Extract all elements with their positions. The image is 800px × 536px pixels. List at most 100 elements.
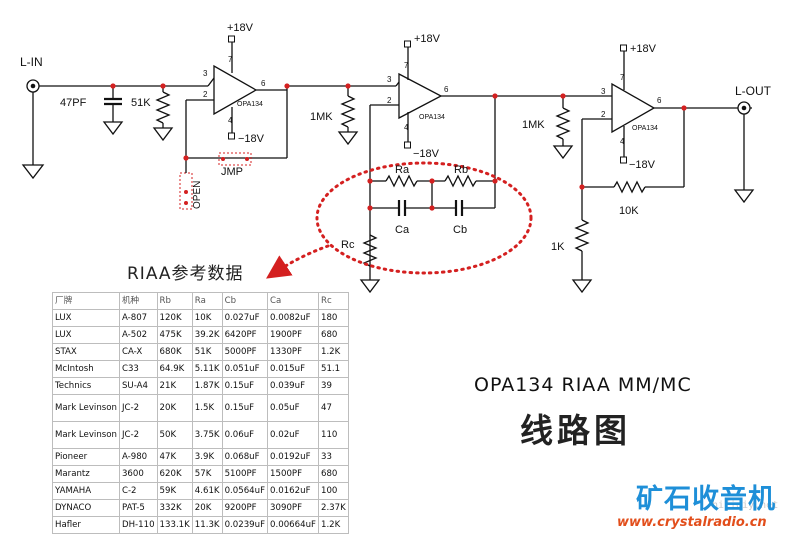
table-cell: 0.06uF xyxy=(221,421,269,449)
table-cell: 475K xyxy=(156,326,193,344)
stage2-pin6: 6 xyxy=(444,85,449,94)
table-cell: 133.1K xyxy=(156,516,193,534)
table-cell: 5.11K xyxy=(191,360,223,378)
table-cell: STAX xyxy=(52,343,120,361)
table-cell: 9200PF xyxy=(221,499,269,517)
table-cell: 0.068uF xyxy=(221,448,269,466)
table-cell: JC-2 xyxy=(118,394,158,422)
cap-47pf-label: 47PF xyxy=(60,97,87,109)
table-cell: 332K xyxy=(156,499,193,517)
riaa-data-title: RIAA参考数据 xyxy=(127,264,244,284)
table-cell: Pioneer xyxy=(52,448,120,466)
table-cell: 680 xyxy=(317,465,349,483)
table-cell: 59K xyxy=(156,482,193,500)
table-cell: 0.15uF xyxy=(221,377,269,395)
table-header-cell: Ca xyxy=(267,292,319,310)
table-cell: 120K xyxy=(156,309,193,327)
cb-label: Cb xyxy=(453,224,467,236)
stage1-supply-neg: −18V xyxy=(238,133,265,145)
table-cell: 33 xyxy=(317,448,349,466)
table-cell: 57K xyxy=(191,465,223,483)
stage3-supply-neg: −18V xyxy=(629,159,656,171)
opamp-2 xyxy=(398,72,443,120)
table-cell: 1.2K xyxy=(317,343,349,361)
table-cell: LUX xyxy=(52,326,120,344)
table-cell: 3.9K xyxy=(191,448,223,466)
table-cell: PAT-5 xyxy=(118,499,158,517)
ra-label: Ra xyxy=(395,164,410,176)
stage2-pin3: 3 xyxy=(387,75,392,84)
table-cell: 0.0162uF xyxy=(267,482,319,500)
table-cell: 5000PF xyxy=(221,343,269,361)
table-cell: 3600 xyxy=(118,465,158,483)
table-cell: 0.0192uF xyxy=(267,448,319,466)
table-cell: 51.1 xyxy=(317,360,349,378)
table-cell: 47 xyxy=(317,394,349,422)
rb-label: Rb xyxy=(454,164,468,176)
table-cell: 1.5K xyxy=(191,394,223,422)
table-header-cell: Ra xyxy=(191,292,223,310)
stage1-pin2: 2 xyxy=(203,90,208,99)
table-cell: 20K xyxy=(191,499,223,517)
resistor-1mk-a xyxy=(340,95,356,128)
resistor-rb xyxy=(444,174,477,188)
table-cell: 0.039uF xyxy=(267,377,319,395)
table-cell: 0.051uF xyxy=(221,360,269,378)
opamp-2-label: OPA134 xyxy=(419,114,445,121)
table-cell: 680K xyxy=(156,343,193,361)
site-url: www.crystalradio.cn xyxy=(617,515,767,530)
table-cell: JC-2 xyxy=(118,421,158,449)
table-cell: 1900PF xyxy=(267,326,319,344)
table-cell: 64.9K xyxy=(156,360,193,378)
table-cell: 1500PF xyxy=(267,465,319,483)
table-cell: 1.87K xyxy=(191,377,223,395)
table-header-cell: 机种 xyxy=(118,292,158,310)
table-cell: A-807 xyxy=(118,309,158,327)
table-cell: 39 xyxy=(317,377,349,395)
resistor-51k-label: 51K xyxy=(131,97,151,109)
table-cell: A-980 xyxy=(118,448,158,466)
table-cell: 1330PF xyxy=(267,343,319,361)
resistor-1k-label: 1K xyxy=(551,241,565,253)
stage1-pin7: 7 xyxy=(228,55,233,64)
resistor-1k xyxy=(574,219,590,252)
input-label: L-IN xyxy=(20,55,43,69)
resistor-1mk-a-label: 1MK xyxy=(310,111,333,123)
table-cell: 20K xyxy=(156,394,193,422)
table-cell: 0.027uF xyxy=(221,309,269,327)
jumper-label: JMP xyxy=(221,166,243,178)
table-cell: YAMAHA xyxy=(52,482,120,500)
resistor-51k xyxy=(155,91,171,124)
table-cell: 2.37K xyxy=(317,499,349,517)
table-cell: Technics xyxy=(52,377,120,395)
resistor-1mk-b xyxy=(555,107,571,140)
table-cell: Mark Levinson xyxy=(52,421,120,449)
table-cell: 0.00664uF xyxy=(267,516,319,534)
table-cell: 3.75K xyxy=(191,421,223,449)
table-cell: 3090PF xyxy=(267,499,319,517)
stage1-supply-pos: +18V xyxy=(227,22,254,34)
highlight-arrow xyxy=(266,244,330,279)
stage1-pin4: 4 xyxy=(228,116,233,125)
opamp-3 xyxy=(611,82,656,134)
stage2-supply-neg: −18V xyxy=(413,148,440,160)
table-cell: Mark Levinson xyxy=(52,394,120,422)
opamp-1 xyxy=(213,64,258,116)
resistor-ra xyxy=(385,174,418,188)
table-cell: McIntosh xyxy=(52,360,120,378)
table-cell: 11.3K xyxy=(191,516,223,534)
rc-label: Rc xyxy=(341,239,355,251)
brand-logo-text: 矿石收音机 xyxy=(636,484,776,515)
table-cell: 100 xyxy=(317,482,349,500)
table-cell: 10K xyxy=(191,309,223,327)
table-header-cell: 厂牌 xyxy=(52,292,120,310)
